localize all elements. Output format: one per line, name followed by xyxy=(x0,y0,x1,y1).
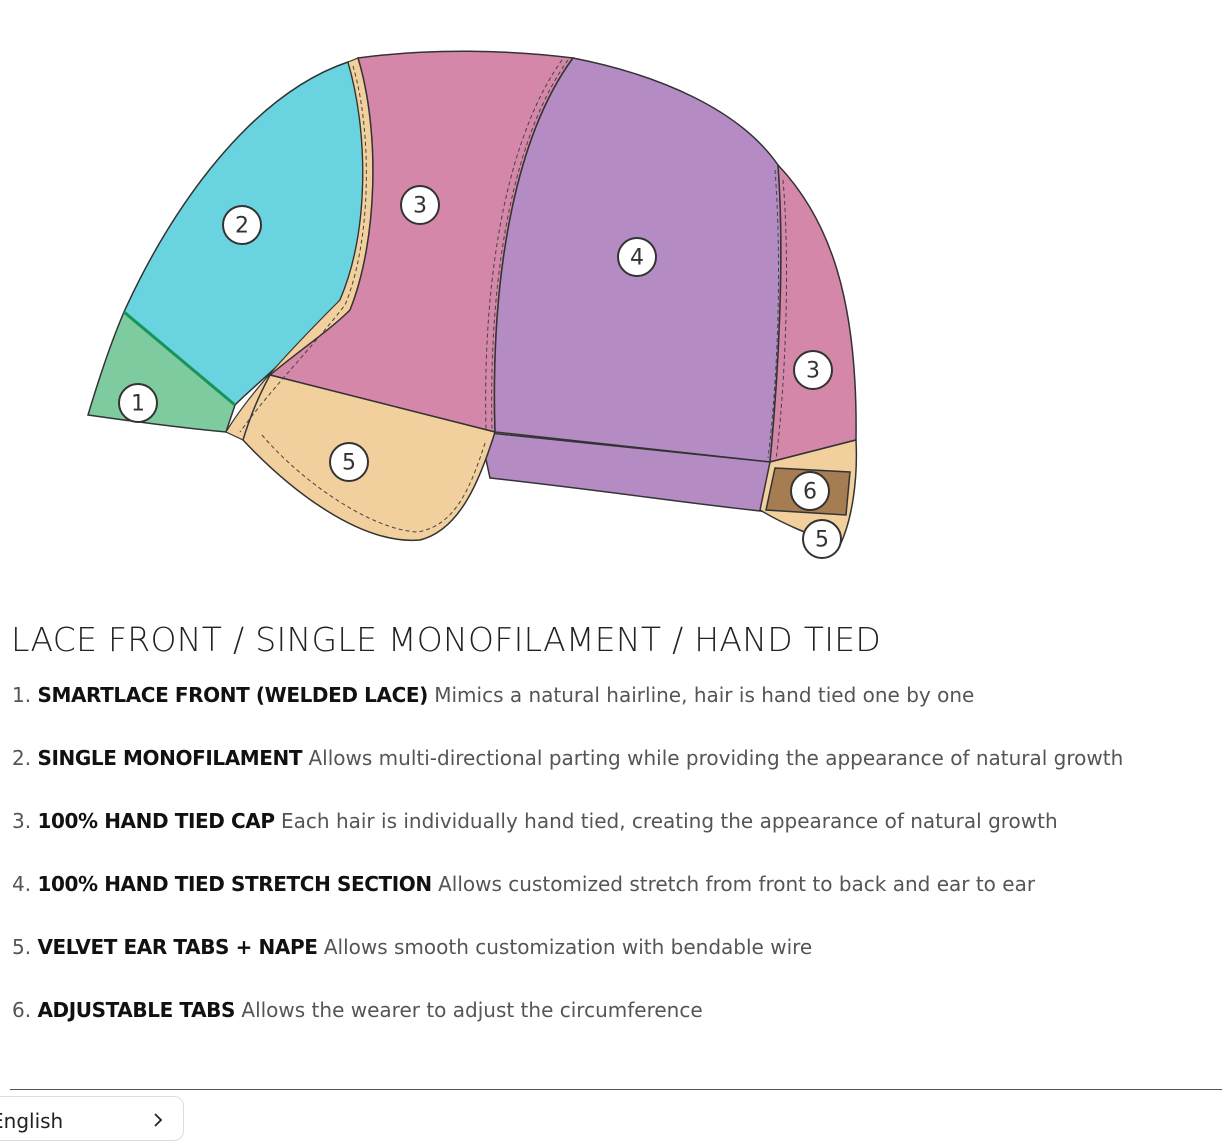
region-hand-tied-back xyxy=(769,162,857,463)
region-ear-tab xyxy=(242,374,496,541)
wig-cap-diagram: 1 2 3 4 3 5 6 5 xyxy=(87,50,858,559)
stitch-line xyxy=(491,59,569,431)
feature-description: Mimics a natural hairline, hair is hand … xyxy=(434,683,975,707)
callout-4: 4 xyxy=(617,237,657,277)
svg-text:5: 5 xyxy=(815,528,829,553)
section-title: LACE FRONT / SINGLE MONOFILAMENT / HAND … xyxy=(11,620,882,659)
feature-number: 2. xyxy=(12,746,32,770)
feature-description: Allows the wearer to adjust the circumfe… xyxy=(241,998,703,1022)
lace-edge-line xyxy=(123,310,236,407)
feature-item-lace-front: 1. SMARTLACE FRONT (WELDED LACE) Mimics … xyxy=(12,680,1123,743)
language-selector[interactable]: English xyxy=(0,1096,184,1141)
footer-divider xyxy=(10,1089,1222,1090)
feature-name: 100% HAND TIED CAP xyxy=(37,809,275,833)
feature-number: 3. xyxy=(12,809,32,833)
callout-5-ear: 5 xyxy=(329,442,369,482)
stitch-line xyxy=(261,434,487,533)
feature-item-hand-tied-cap: 3. 100% HAND TIED CAP Each hair is indiv… xyxy=(12,806,1123,869)
feature-description: Each hair is individually hand tied, cre… xyxy=(281,809,1058,833)
feature-name: SMARTLACE FRONT (WELDED LACE) xyxy=(37,683,428,707)
stitch-line xyxy=(767,169,780,459)
feature-item-ear-tabs: 5. VELVET EAR TABS + NAPE Allows smooth … xyxy=(12,932,1123,995)
feature-number: 4. xyxy=(12,872,32,896)
svg-text:3: 3 xyxy=(413,194,427,219)
chevron-right-icon xyxy=(154,1113,163,1127)
svg-text:1: 1 xyxy=(131,392,145,417)
feature-name: SINGLE MONOFILAMENT xyxy=(37,746,303,770)
feature-description: Allows multi-directional parting while p… xyxy=(308,746,1124,770)
feature-number: 5. xyxy=(12,935,32,959)
callout-6: 6 xyxy=(790,471,830,511)
feature-description: Allows smooth customization with bendabl… xyxy=(323,935,813,959)
stitch-line xyxy=(775,179,788,461)
svg-text:3: 3 xyxy=(806,359,820,384)
callout-3-front: 3 xyxy=(400,185,440,225)
feature-list: 1. SMARTLACE FRONT (WELDED LACE) Mimics … xyxy=(12,680,1123,1058)
feature-name: ADJUSTABLE TABS xyxy=(37,998,236,1022)
callout-3-back: 3 xyxy=(793,350,833,390)
svg-text:6: 6 xyxy=(803,480,817,505)
feature-name: 100% HAND TIED STRETCH SECTION xyxy=(37,872,432,896)
feature-item-stretch-section: 4. 100% HAND TIED STRETCH SECTION Allows… xyxy=(12,869,1123,932)
callout-1: 1 xyxy=(118,383,158,423)
feature-name: VELVET EAR TABS + NAPE xyxy=(37,935,318,959)
feature-item-adjustable-tabs: 6. ADJUSTABLE TABS Allows the wearer to … xyxy=(12,995,1123,1058)
svg-text:4: 4 xyxy=(630,246,644,271)
svg-text:5: 5 xyxy=(342,451,356,476)
callout-5-nape: 5 xyxy=(802,519,842,559)
callout-2: 2 xyxy=(222,205,262,245)
feature-item-monofilament: 2. SINGLE MONOFILAMENT Allows multi-dire… xyxy=(12,743,1123,806)
feature-description: Allows customized stretch from front to … xyxy=(438,872,1036,896)
feature-number: 1. xyxy=(12,683,32,707)
stitch-line xyxy=(485,59,563,431)
language-label: English xyxy=(0,1109,64,1133)
svg-text:2: 2 xyxy=(235,214,249,239)
feature-number: 6. xyxy=(12,998,32,1022)
stitch-line xyxy=(239,65,367,433)
